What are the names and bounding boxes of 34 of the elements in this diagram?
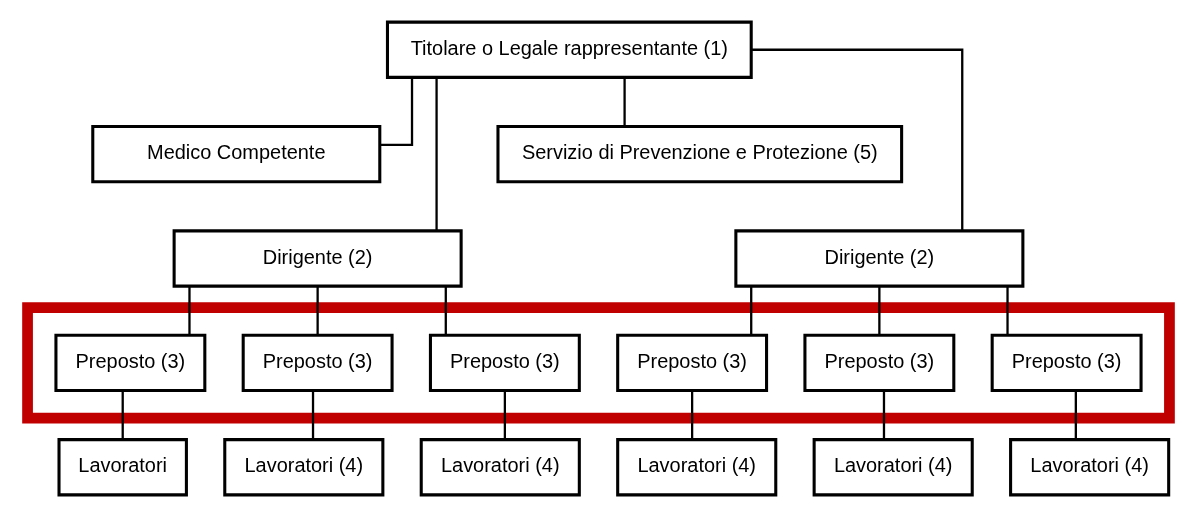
node-box: Preposto (3) — [54, 333, 207, 392]
connector — [878, 285, 881, 335]
node-box: Preposto (3) — [990, 333, 1143, 392]
connector — [444, 285, 447, 335]
connector — [690, 390, 694, 439]
connector — [882, 390, 886, 439]
node-box: Preposto (3) — [616, 333, 769, 392]
node-box: Lavoratori (4) — [616, 437, 778, 496]
connector — [121, 390, 124, 439]
node-box: Lavoratori (4) — [1009, 437, 1171, 496]
node-box: Lavoratori (4) — [223, 437, 385, 496]
node-box: Dirigente (2) — [172, 228, 463, 288]
connector — [380, 77, 414, 146]
connector — [435, 77, 438, 231]
node-box: Servizio di Prevenzione e Protezione (5) — [496, 124, 904, 183]
connector — [750, 285, 753, 335]
connector — [751, 48, 964, 231]
node-box: Preposto (3) — [803, 333, 956, 392]
node-box: Lavoratori (4) — [419, 437, 581, 496]
node-box: Medico Competente — [91, 124, 382, 183]
connector — [188, 285, 191, 335]
node-box: Dirigente (2) — [734, 228, 1025, 288]
node-box: Titolare o Legale rappresentante (1) — [385, 20, 753, 79]
connector — [623, 77, 626, 126]
node-box: Lavoratori (4) — [812, 437, 974, 496]
node-box: Preposto (3) — [241, 333, 394, 392]
connector — [1074, 390, 1077, 439]
cluster — [22, 301, 1175, 423]
node-box: Lavoratori — [57, 437, 188, 496]
node-box: Preposto (3) — [428, 333, 581, 392]
connector — [503, 390, 507, 439]
connector — [316, 285, 319, 335]
connector — [1006, 285, 1009, 335]
connector — [311, 390, 315, 439]
